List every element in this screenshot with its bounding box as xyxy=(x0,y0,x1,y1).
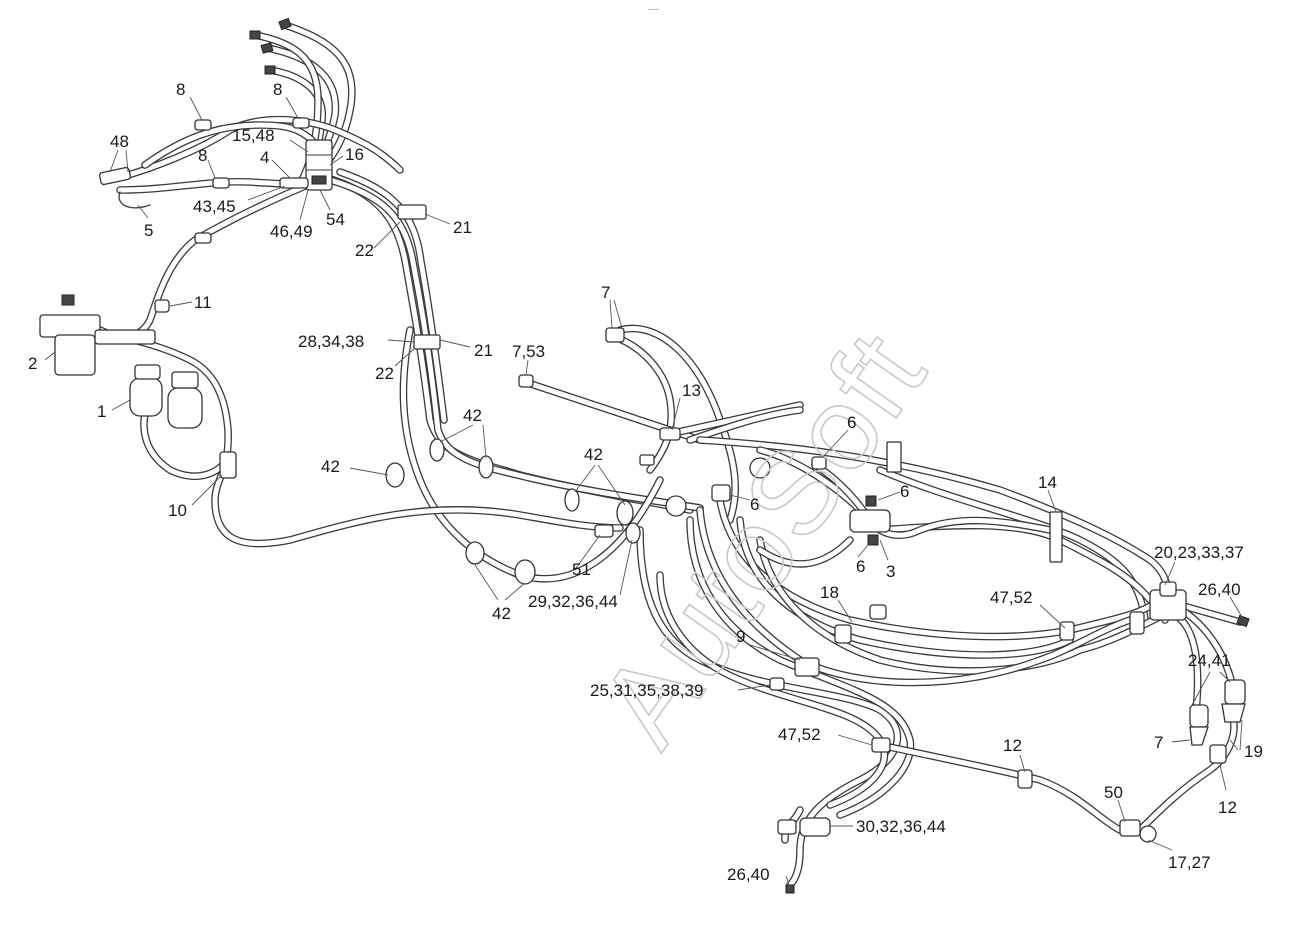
hose-coupler-3 xyxy=(756,461,1054,568)
callout-labels: 8 8 48 8 15,48 4 16 43,45 5 46,49 54 21 … xyxy=(28,80,1263,884)
callout-7b: 7 xyxy=(1154,733,1163,752)
callout-12a: 12 xyxy=(1003,736,1022,755)
callout-5: 5 xyxy=(144,221,153,240)
callout-15-48: 15,48 xyxy=(232,126,275,145)
top-fittings xyxy=(249,17,292,75)
callout-4: 4 xyxy=(260,148,269,167)
hose-lower-left xyxy=(636,516,915,889)
coupler-3 xyxy=(811,456,891,546)
callout-43-45: 43,45 xyxy=(193,197,236,216)
callout-42d: 42 xyxy=(492,604,511,623)
callout-30-32-36-44: 30,32,36,44 xyxy=(856,817,946,836)
callout-13: 13 xyxy=(682,381,701,400)
callout-50: 50 xyxy=(1104,783,1123,802)
callout-22b: 22 xyxy=(375,364,394,383)
callout-2: 2 xyxy=(28,354,37,373)
callout-54: 54 xyxy=(326,210,345,229)
callout-20-23-33-37: 20,23,33,37 xyxy=(1154,543,1244,562)
fitting-20-block xyxy=(1149,581,1250,628)
callout-7a: 7 xyxy=(601,283,610,302)
callout-7-53: 7,53 xyxy=(512,342,545,361)
callout-48: 48 xyxy=(110,132,129,151)
callout-42c: 42 xyxy=(584,445,603,464)
callout-10: 10 xyxy=(168,501,187,520)
callout-25-31-35-38-39: 25,31,35,38,39 xyxy=(590,681,703,700)
callout-9: 9 xyxy=(736,627,745,646)
callout-47-52a: 47,52 xyxy=(990,588,1033,607)
callout-21b: 21 xyxy=(474,341,493,360)
callout-8c: 8 xyxy=(198,146,207,165)
callout-18: 18 xyxy=(820,583,839,602)
components xyxy=(39,17,1250,894)
callout-46-49: 46,49 xyxy=(270,222,313,241)
clamps-12 xyxy=(1017,744,1227,789)
callout-6b: 6 xyxy=(900,482,909,501)
callout-28-34-38: 28,34,38 xyxy=(298,332,364,351)
filter-1 xyxy=(129,364,203,429)
callout-21a: 21 xyxy=(453,218,472,237)
hose-lines xyxy=(76,21,1244,889)
callout-26-40a: 26,40 xyxy=(1198,580,1241,599)
callout-51: 51 xyxy=(572,560,591,579)
hose-lower-right xyxy=(696,496,1179,687)
callout-1: 1 xyxy=(97,402,106,421)
callout-42b: 42 xyxy=(321,457,340,476)
hose-vertical-bundle xyxy=(314,168,704,583)
callout-16: 16 xyxy=(345,145,364,164)
hose-bottom-right xyxy=(876,601,1244,834)
tube-7-53 xyxy=(518,374,534,388)
callout-12b: 12 xyxy=(1218,798,1237,817)
callout-6a: 6 xyxy=(847,413,856,432)
clamp-10 xyxy=(219,451,237,479)
callout-6d: 6 xyxy=(856,557,865,576)
callout-29-32-36-44: 29,32,36,44 xyxy=(528,592,618,611)
callout-47-52b: 47,52 xyxy=(778,725,821,744)
callout-24-41: 24,41 xyxy=(1188,651,1231,670)
support-clamps-21 xyxy=(397,204,441,350)
callout-8a: 8 xyxy=(176,80,185,99)
callout-22a: 22 xyxy=(355,241,374,260)
callout-3: 3 xyxy=(886,562,895,581)
couplers-bottom xyxy=(777,817,1157,894)
fitting-48 xyxy=(98,166,151,209)
clamps-8 xyxy=(154,117,310,313)
callout-6c: 6 xyxy=(750,495,759,514)
central-connectors xyxy=(594,427,771,538)
top-mark: ‒‒ xyxy=(648,4,660,15)
callout-19: 19 xyxy=(1244,742,1263,761)
callout-14: 14 xyxy=(1038,473,1057,492)
leader-lines xyxy=(44,96,1243,889)
valve-assembly-2 xyxy=(39,294,156,376)
elbows-right xyxy=(1189,679,1246,746)
grommets-42 xyxy=(385,438,641,585)
hose-left-filter xyxy=(76,326,624,548)
callout-11: 11 xyxy=(194,293,212,312)
callout-17-27: 17,27 xyxy=(1168,853,1211,872)
callout-42a: 42 xyxy=(463,406,482,425)
callout-8b: 8 xyxy=(273,80,282,99)
manifold-block xyxy=(279,139,333,191)
fitting-7-top xyxy=(605,327,625,343)
callout-26-40b: 26,40 xyxy=(727,865,770,884)
